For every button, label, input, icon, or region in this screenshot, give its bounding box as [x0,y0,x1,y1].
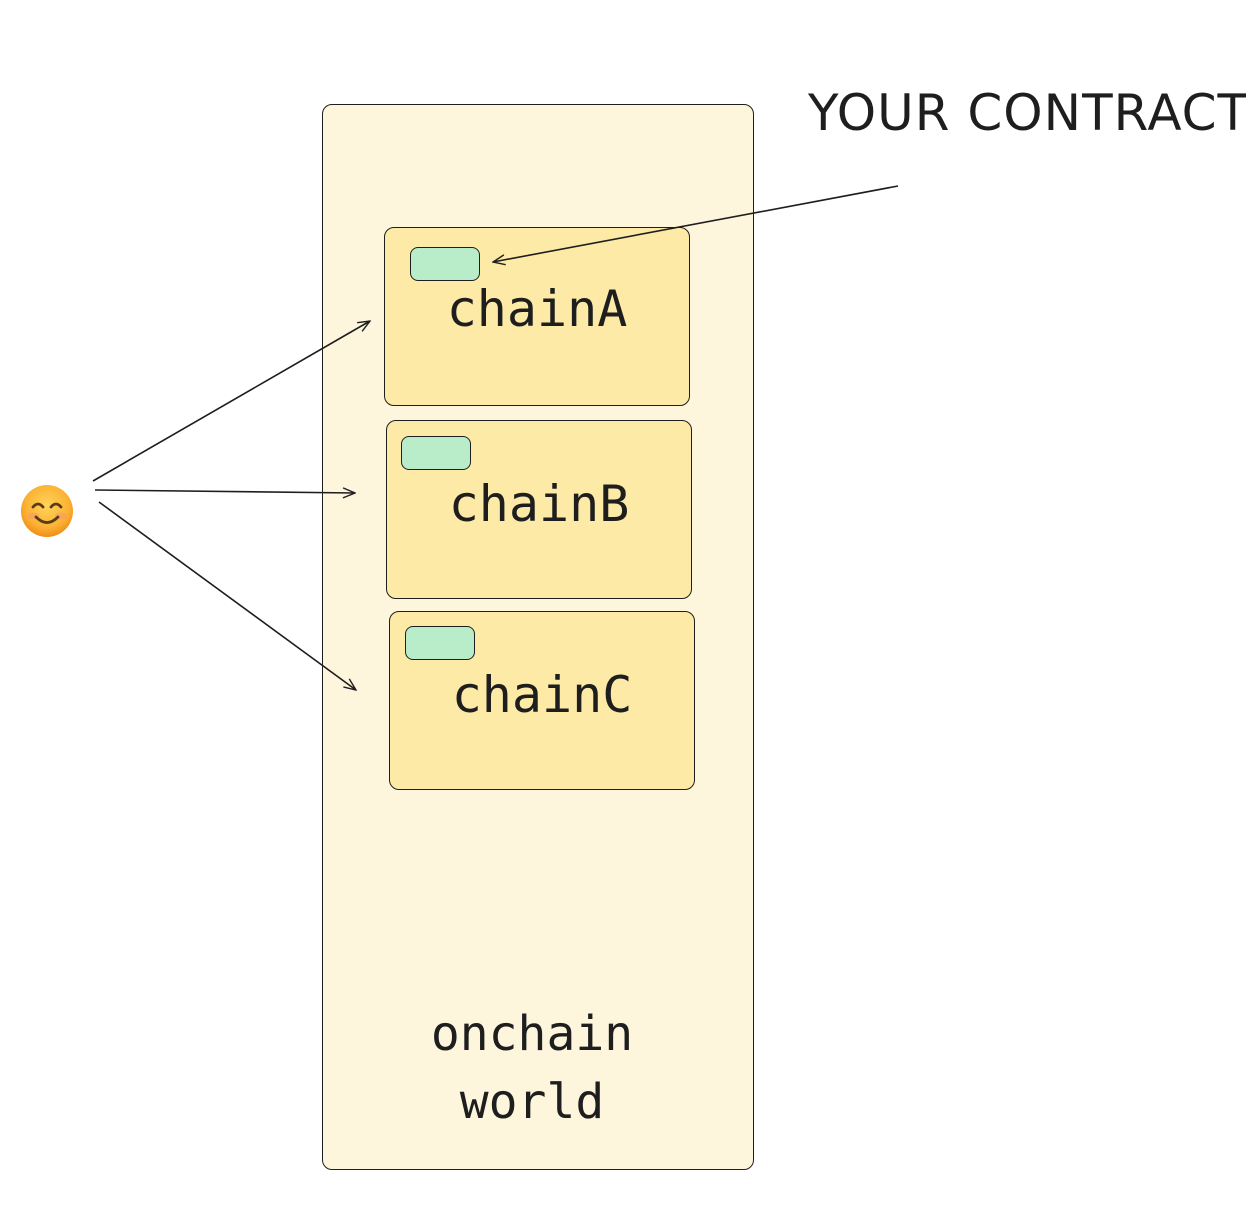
arrow-user-to-chain-b [94,490,355,493]
smiling-face-emoji-icon [21,485,73,537]
contract-box-b [401,436,471,470]
arrow-user-to-chain-c [98,501,356,690]
your-contract-title: YOUR CONTRACT [808,84,1246,142]
chain-box-b: chainB [386,420,692,599]
chain-label-c: chainC [451,666,633,724]
chain-label-a: chainA [446,280,628,338]
arrow-title-to-contract [493,185,899,262]
contract-box-a [410,247,480,281]
contract-box-c [405,626,475,660]
onchain-world-label: onchain world [430,1006,634,1130]
arrow-user-to-chain-a [92,321,370,482]
chain-label-b: chainB [448,475,630,533]
chain-box-c: chainC [389,611,695,790]
chain-box-a: chainA [384,227,690,406]
